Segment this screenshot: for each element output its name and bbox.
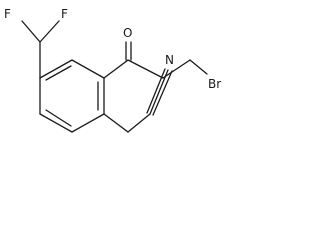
cyanomethyl-group: N bbox=[103, 53, 174, 133]
bromopropanoyl-group: O Br bbox=[103, 26, 221, 91]
bond-ch2-cn bbox=[127, 113, 151, 133]
bond-ch2-ch2 bbox=[162, 59, 191, 79]
chemical-structure-diagram: F F O Br N bbox=[4, 7, 221, 133]
difluoromethyl-group: F F bbox=[4, 7, 68, 79]
bond-c-f2 bbox=[39, 20, 60, 43]
bond-triple-2 bbox=[152, 70, 173, 116]
atom-bromine: Br bbox=[208, 77, 221, 91]
bond-triple-3 bbox=[146, 68, 166, 114]
ring-double-bond-c5-c6 bbox=[45, 109, 72, 127]
ring-bond-c1-c2 bbox=[39, 59, 73, 79]
ring-bond-c4-c5 bbox=[71, 113, 105, 133]
atom-nitrogen: N bbox=[165, 53, 174, 67]
benzene-ring bbox=[39, 59, 105, 133]
atom-oxygen: O bbox=[123, 26, 132, 40]
bond-ring-ch2 bbox=[103, 113, 129, 133]
atom-fluorine-right: F bbox=[61, 7, 68, 21]
ring-bond-c5-c6 bbox=[39, 113, 73, 133]
ring-bond-c2-c3 bbox=[71, 59, 105, 79]
bond-c-f1 bbox=[21, 20, 41, 43]
bond-triple-1 bbox=[149, 69, 169, 115]
bond-ring-carbonyl bbox=[103, 59, 129, 79]
bond-ch2-br bbox=[189, 59, 208, 75]
atom-fluorine-left: F bbox=[4, 7, 11, 21]
bond-carbonyl-ch2 bbox=[127, 59, 164, 79]
ring-double-bond-c1-c2 bbox=[45, 65, 72, 81]
